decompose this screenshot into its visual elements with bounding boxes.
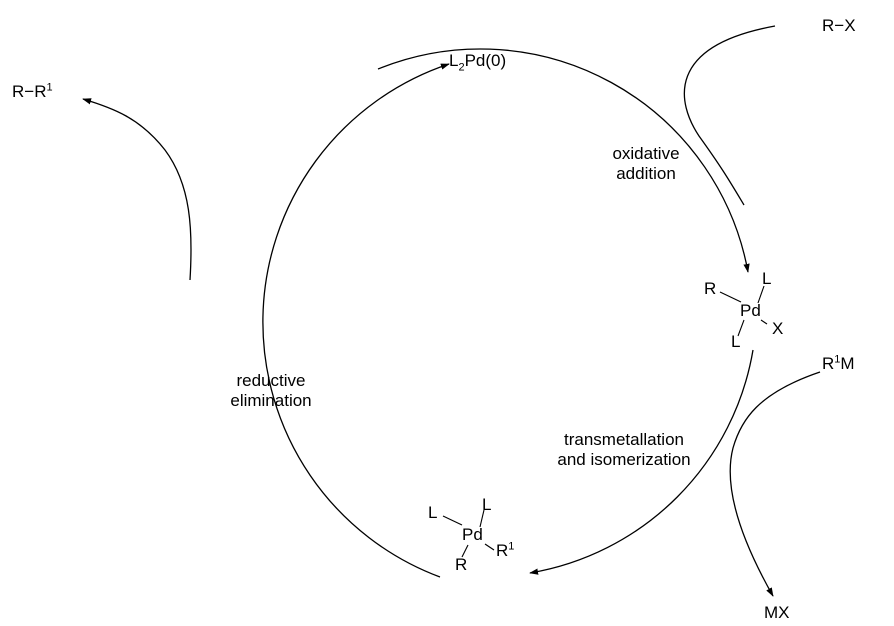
complex-ox-L-bottom: L [731,332,741,351]
step-reductive-line2: elimination [230,391,312,410]
complex-trans-R1-sup: 1 [508,540,515,553]
complex-ox-L-top: L [762,269,772,288]
complex-trans-R1-R: R [496,541,509,560]
step-transmetallation-line1: transmetallation [563,430,684,449]
complex-ox-R: R [704,279,717,298]
step-transmetallation: transmetallation and isomerization [534,430,714,470]
catalyst-rest: Pd(0) [464,51,507,70]
complex-ox-Pd: Pd [740,301,761,320]
cycle-arc-reductive-elimination [262,63,450,578]
step-oxidative-line2: addition [616,164,676,183]
cycle-arc-transmetallation [529,349,754,575]
catalyst-subscript: 2 [458,61,465,74]
complex-trans-R1: R1 [496,540,515,560]
complex-ox-X: X [772,319,784,338]
reagent-arc-aryl-halide [683,25,776,206]
complex-trans-L-left: L [428,503,438,522]
step-reductive-elimination: reductive elimination [216,371,326,411]
organometallic-R: R [822,354,835,373]
product-sup: 1 [46,81,53,94]
step-transmetallation-line2: and isomerization [557,450,691,469]
organometallic-M: M [840,354,855,373]
product-arc [82,98,192,281]
catalyst-L: L [449,51,459,70]
complex-trans-bonds [442,509,495,558]
reagent-arc-organometallic [729,371,821,597]
product-text: R−R [12,82,47,101]
aryl-halide-label: R−X [822,16,856,35]
product-label: R−R1 [12,82,53,102]
complex-trans-L-top: L [482,495,492,514]
catalyst-label: L2Pd(0) [449,51,507,74]
step-oxidative-addition: oxidative addition [596,144,696,184]
cycle-arc-oxidative-addition [377,48,750,273]
complex-trans-R: R [455,555,468,574]
organometallic-label: R1M [822,354,855,374]
step-reductive-line1: reductive [236,371,306,390]
complex-ox-bonds [719,285,768,337]
organometallic-sup: 1 [834,353,841,366]
byproduct-label: MX [764,603,790,622]
complex-trans-Pd: Pd [462,525,483,544]
step-oxidative-line1: oxidative [612,144,680,163]
